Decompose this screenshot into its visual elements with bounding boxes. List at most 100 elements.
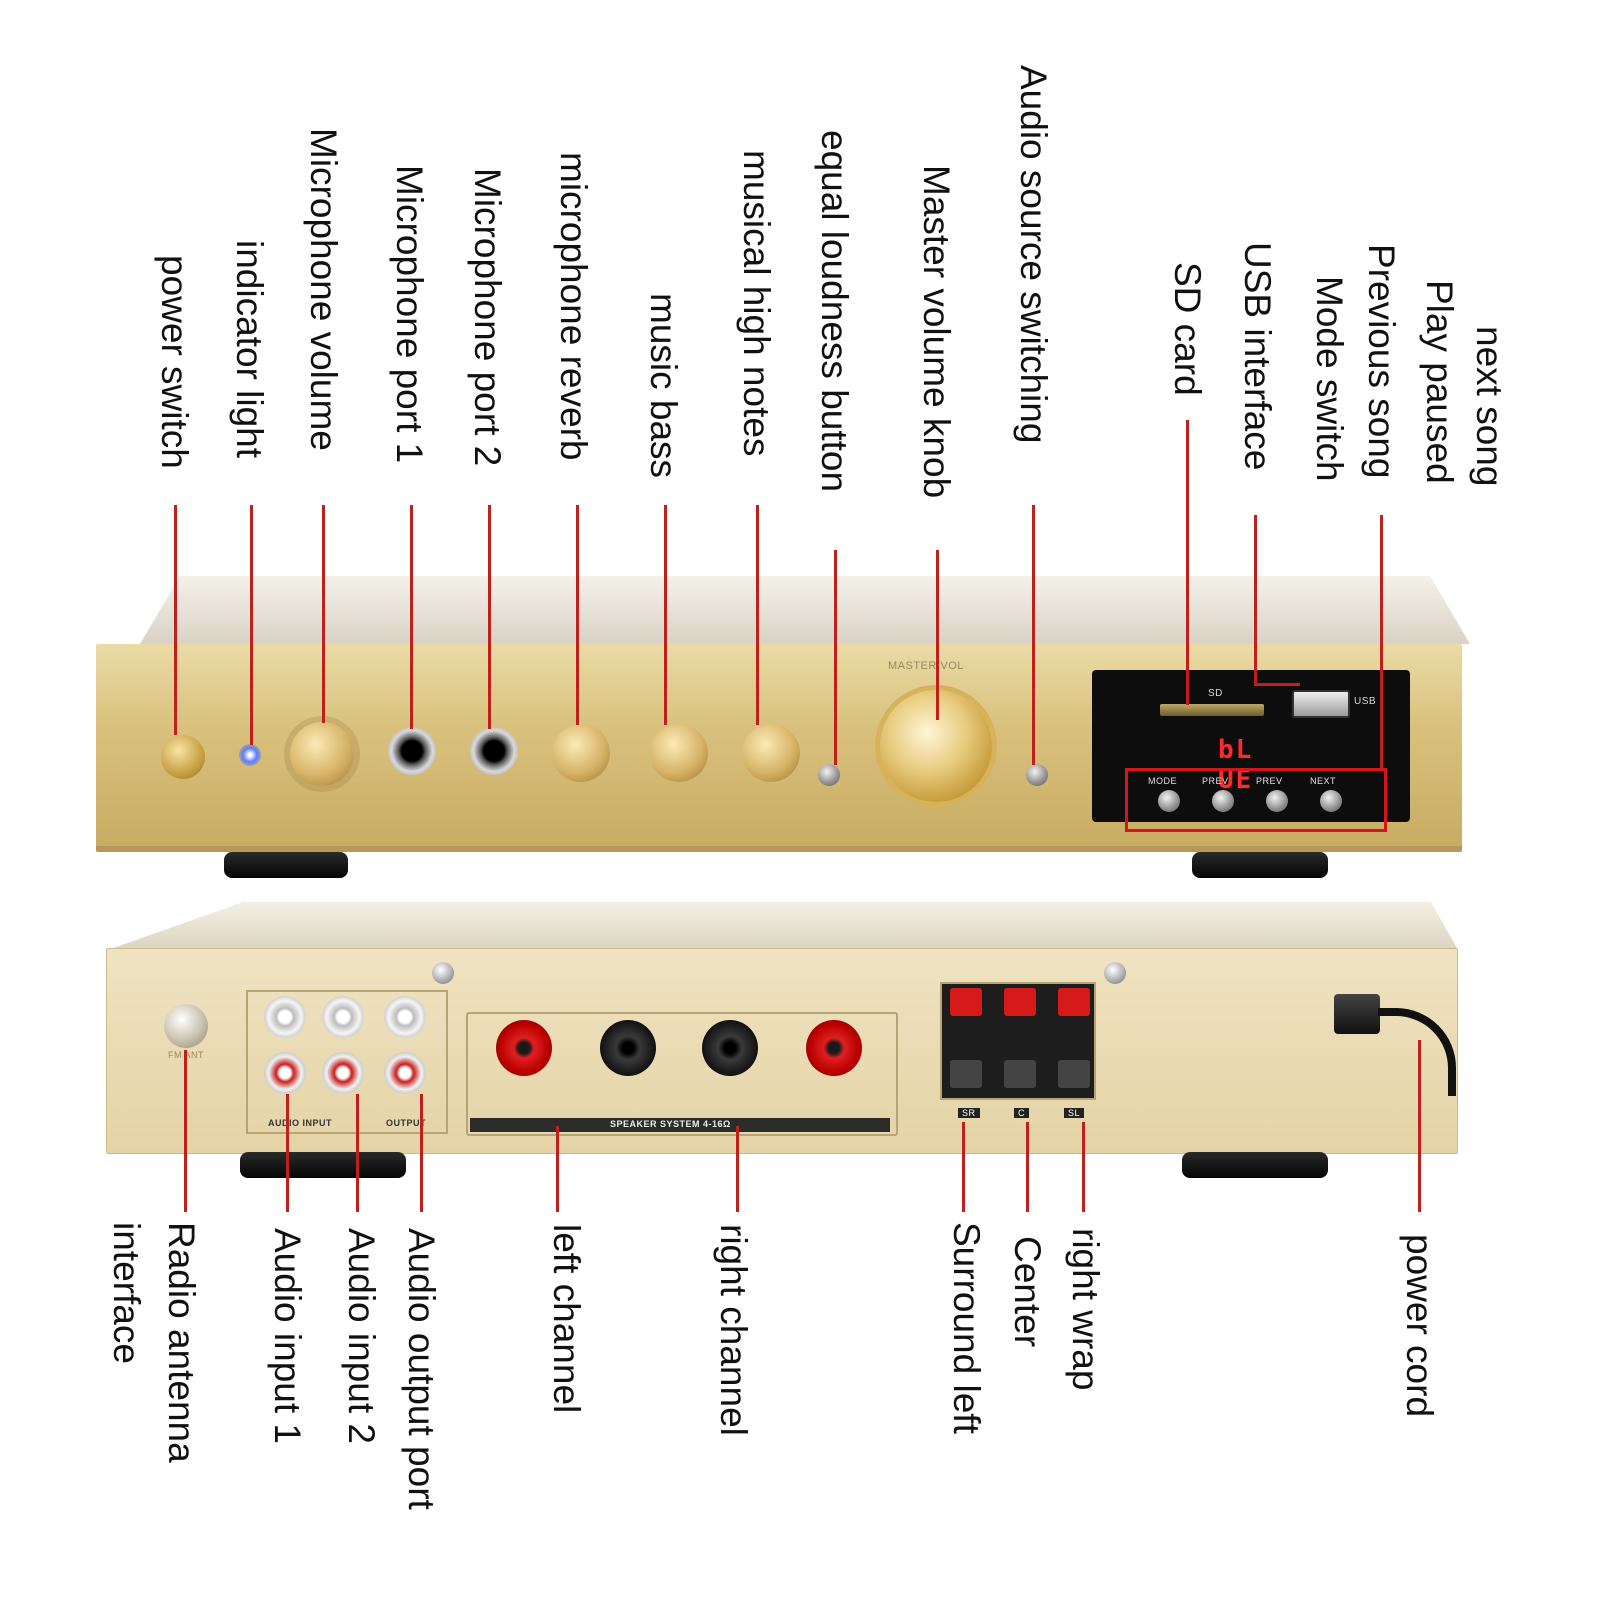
front-top-lid	[140, 576, 1470, 644]
audio-io-frame	[246, 990, 448, 1134]
c-print: C	[1014, 1108, 1029, 1118]
label-loudness-button: equal loudness button	[814, 130, 855, 493]
right-channel-negative-post[interactable]	[702, 1020, 758, 1076]
audio-output-right-jack[interactable]	[384, 1052, 426, 1094]
label-right-channel: right channel	[713, 1224, 754, 1436]
mode-button[interactable]	[1158, 790, 1180, 812]
mic-port-1-jack[interactable]	[388, 727, 436, 775]
label-surround-left: Surround left	[946, 1222, 987, 1434]
label-radio-antenna: Radio antenna interface	[106, 1222, 202, 1512]
audio-input-2-right-jack[interactable]	[322, 1052, 364, 1094]
right-channel-positive-post[interactable]	[806, 1020, 862, 1076]
center-red-clip[interactable]	[1004, 988, 1036, 1016]
next-button[interactable]	[1320, 790, 1342, 812]
leader-surround-left	[962, 1122, 965, 1212]
usb-port[interactable]	[1292, 690, 1350, 718]
echo-knob[interactable]	[552, 724, 610, 782]
front-foot-left	[224, 852, 348, 878]
input-switch-button[interactable]	[1026, 764, 1048, 786]
audio-input-1-left-jack[interactable]	[264, 996, 306, 1038]
sd-print: SD	[1208, 688, 1223, 699]
mic-volume-knob[interactable]	[290, 722, 354, 786]
front-foot-right	[1192, 852, 1328, 878]
leader-loudness-button	[834, 550, 837, 765]
power-switch-knob[interactable]	[161, 735, 205, 779]
label-source-switching: Audio source switching	[1013, 65, 1054, 444]
leader-power-cord	[1418, 1040, 1421, 1212]
leader-mic-reverb	[576, 505, 579, 725]
label-usb-interface: USB interface	[1237, 242, 1278, 471]
label-high-notes: musical high notes	[736, 150, 777, 457]
label-power-cord: power cord	[1399, 1234, 1440, 1418]
bass-knob[interactable]	[650, 724, 708, 782]
leader-music-bass	[664, 505, 667, 725]
leader-audio-input-1	[286, 1094, 289, 1212]
prev-button[interactable]	[1212, 790, 1234, 812]
label-left-channel: left channel	[546, 1224, 587, 1414]
leader-usb-interface-elbow	[1254, 683, 1300, 686]
label-audio-output: Audio output port	[401, 1228, 442, 1510]
leader-mic-port-2	[488, 505, 491, 729]
surround-right-red-clip[interactable]	[950, 988, 982, 1016]
mic-port-2-jack[interactable]	[470, 727, 518, 775]
screw	[432, 962, 454, 984]
leader-power-switch	[174, 505, 177, 735]
speaker-system-print: SPEAKER SYSTEM 4-16Ω	[610, 1119, 731, 1129]
treble-knob[interactable]	[742, 724, 800, 782]
label-mic-volume: Microphone volume	[303, 128, 344, 451]
audio-input-print: AUDIO INPUT	[268, 1118, 332, 1128]
leader-indicator-light	[250, 505, 253, 745]
prev-print: PREV	[1202, 776, 1229, 786]
label-play-paused: Play paused	[1419, 280, 1460, 484]
left-channel-negative-post[interactable]	[600, 1020, 656, 1076]
mode-print: MODE	[1148, 776, 1177, 786]
rear-top-lid	[108, 902, 1458, 950]
leader-master-volume	[936, 550, 939, 720]
leader-controls	[1380, 515, 1383, 770]
control-buttons-highlight	[1125, 768, 1387, 832]
surround-right-black-clip[interactable]	[950, 1060, 982, 1088]
center-black-clip[interactable]	[1004, 1060, 1036, 1088]
label-radio-antenna-line2: interface	[106, 1222, 147, 1364]
label-music-bass: music bass	[643, 293, 684, 479]
leader-audio-output	[420, 1094, 423, 1212]
label-radio-antenna-line1: Radio antenna	[161, 1222, 202, 1463]
fm-antenna-connector[interactable]	[164, 1004, 208, 1048]
leader-radio-antenna	[184, 1050, 187, 1212]
label-mic-reverb: microphone reverb	[553, 152, 594, 461]
master-vol-print: MASTER VOL	[888, 660, 964, 672]
speaker-posts-frame	[466, 1012, 898, 1136]
surround-left-red-clip[interactable]	[1058, 988, 1090, 1016]
label-right-wrap: right wrap	[1065, 1228, 1106, 1391]
leader-source-switching	[1032, 505, 1035, 765]
sd-card-slot[interactable]	[1160, 704, 1264, 716]
leader-high-notes	[756, 505, 759, 725]
play-pause-button[interactable]	[1266, 790, 1288, 812]
label-indicator-light: indicator light	[229, 240, 270, 459]
power-cord-plug	[1334, 994, 1380, 1034]
label-sd-card: SD card	[1167, 262, 1208, 396]
left-channel-positive-post[interactable]	[496, 1020, 552, 1076]
leader-sd-card	[1186, 420, 1189, 705]
surround-left-black-clip[interactable]	[1058, 1060, 1090, 1088]
screw	[1104, 962, 1126, 984]
audio-input-2-left-jack[interactable]	[322, 996, 364, 1038]
leader-right-channel	[736, 1126, 739, 1212]
label-center: Center	[1007, 1236, 1048, 1348]
audio-input-1-right-jack[interactable]	[264, 1052, 306, 1094]
label-power-switch: power switch	[154, 255, 195, 469]
leader-left-channel	[556, 1126, 559, 1212]
speaker-system-bar	[470, 1118, 890, 1132]
leader-usb-interface	[1254, 515, 1257, 685]
rear-foot-right	[1182, 1152, 1328, 1178]
play-print: PREV	[1256, 776, 1283, 786]
media-player-module	[1092, 670, 1410, 822]
loudness-button[interactable]	[818, 764, 840, 786]
label-mode-switch: Mode switch	[1309, 276, 1350, 482]
leader-audio-input-2	[356, 1094, 359, 1212]
indicator-led	[239, 744, 261, 766]
label-audio-input-2: Audio input 2	[341, 1228, 382, 1445]
label-mic-port-1: Microphone port 1	[389, 165, 430, 464]
rear-foot-left	[240, 1152, 406, 1178]
audio-output-left-jack[interactable]	[384, 996, 426, 1038]
